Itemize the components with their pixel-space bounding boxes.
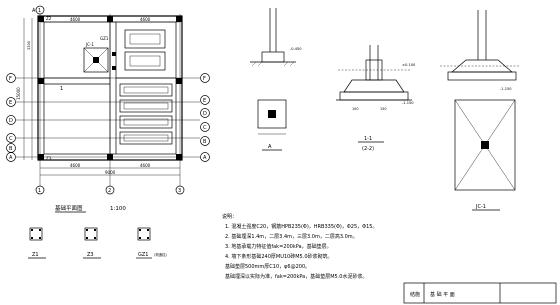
jc1-detail: -1.150 JC-1 [440, 10, 520, 211]
axis-right-C: C [203, 125, 207, 131]
axis-left-D: D [9, 118, 13, 124]
axis-bottom-2: 2 [108, 188, 111, 194]
axis-left-A: A [9, 155, 13, 161]
dim-bottom-total: 9000 [105, 170, 116, 175]
note-line-2: 2. 基础埋深1.4m，二层3.4m，三层3.0m，二层高3.0m。 [225, 233, 358, 240]
dim-small-1: 100 [352, 107, 358, 111]
axis-bottom-3: 3 [178, 188, 181, 194]
note-line-6: 基础埋深以实际为准，fak=200kPa，基础垫层M5.0水泥砂浆。 [225, 273, 367, 280]
dim-small-2: 150 [380, 107, 386, 111]
axis-right-D: D [203, 111, 207, 117]
axis-right-E: E [203, 98, 206, 104]
detail-a-label: A [268, 144, 272, 150]
section-2-label: (2-2) [362, 146, 374, 152]
axis-right-B: B [203, 139, 207, 145]
label-z2: Z2 [46, 16, 52, 21]
column-z3-label: Z3 [87, 252, 94, 258]
note-line-1: 1. 混凝土强度C20，钢筋HPB235(Φ)，HRB335(Φ)，Φ25，Φ1… [225, 223, 377, 230]
dim-bottom-1: 4600 [70, 163, 81, 168]
axis-left-F: F [9, 76, 12, 82]
notes: 说明： 1. 混凝土强度C20，钢筋HPB235(Φ)，HRB335(Φ)，Φ2… [222, 213, 377, 280]
note-line-5: 基础垫层500mm厚C10，φ6@200。 [225, 263, 310, 270]
elev-0100: ±0.100 [402, 63, 416, 67]
dim-left-total: 15000 [16, 87, 21, 100]
axis-left-B: B [9, 146, 13, 152]
dim-left-part-1: 3300 [27, 41, 31, 50]
axis-bottom-1: 1 [38, 188, 41, 194]
label-jc1: JC-1 [85, 42, 94, 47]
column-gz1-note: (构造柱) [154, 252, 167, 257]
foundation-plan: 1 4600 4600 F E D C B A F E D C B A [6, 5, 210, 213]
axis-left-E: E [9, 100, 12, 106]
plan-scale: 1:100 [110, 206, 126, 212]
title-block: 基 础 平 面 结施 [403, 282, 557, 304]
column-gz1-label: GZ1 [138, 252, 148, 258]
axis-left-C: C [9, 136, 13, 142]
note-line-3: 3. 地基承载力特征值fak=200kPa，基础垫层。 [225, 243, 332, 250]
dim-top-2: 4600 [140, 17, 151, 22]
notes-heading: 说明： [222, 213, 237, 220]
label-z3: Z3 [46, 156, 52, 161]
detail-a: -0.450 A [250, 8, 302, 151]
plan-title: 基础平面图 [55, 204, 83, 212]
elev-top: -0.450 [290, 47, 302, 51]
title-block-code: 结施 [410, 291, 420, 298]
elev-1150b: -1.150 [500, 87, 512, 91]
note-line-4: 4. 墙下条形基础240厚MU10砖M5.0砂浆砌筑。 [225, 253, 333, 260]
label-gz1: GZ1 [100, 36, 109, 41]
section-1-label: 1-1 [364, 136, 372, 142]
jc1-label: JC-1 [475, 204, 486, 210]
column-z1-label: Z1 [32, 252, 39, 258]
column-sections: Z1 Z3 GZ1 (构造柱) [28, 227, 167, 259]
label-sec-1: 1 [60, 86, 63, 92]
dim-top-1: 4600 [70, 17, 81, 22]
axis-right-F: F [203, 76, 206, 82]
title-block-name: 基 础 平 面 [430, 291, 455, 298]
section-1-1: ±0.100 -1.150 100 150 1-1 (2-2) [336, 45, 416, 152]
axis-top-1: 1 [38, 8, 41, 14]
elev-1150: -1.150 [402, 101, 414, 105]
label-sec-a: A [32, 8, 36, 14]
dim-bottom-2: 4600 [140, 163, 151, 168]
axis-right-A: A [203, 155, 207, 161]
